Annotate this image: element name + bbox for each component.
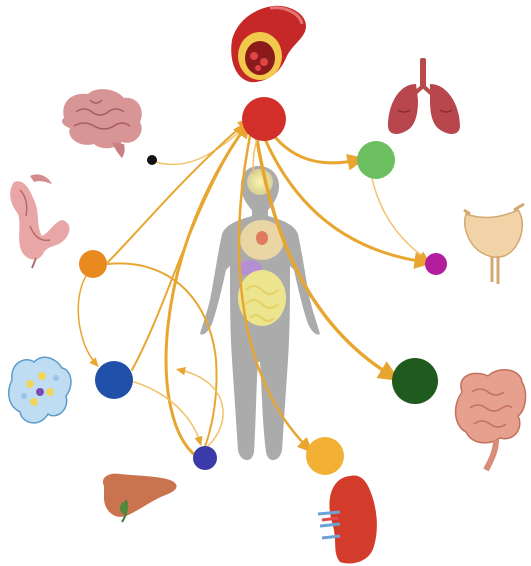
arrow-lungs-to-bladder bbox=[372, 178, 425, 258]
arrow-hub-to-lungs bbox=[268, 128, 358, 163]
bladder-icon bbox=[464, 204, 524, 284]
colon-icon bbox=[10, 174, 69, 268]
liver-icon bbox=[103, 474, 177, 522]
arrow-colon-to-pancreas bbox=[78, 276, 96, 364]
bladder-node bbox=[425, 253, 447, 275]
human-body-figure bbox=[200, 166, 320, 460]
heart-shape bbox=[256, 231, 268, 245]
liver-node bbox=[193, 446, 217, 470]
pancreas-node bbox=[95, 361, 133, 399]
hub-node bbox=[242, 97, 286, 141]
intestine-node bbox=[392, 358, 438, 404]
kidney-icon bbox=[318, 475, 377, 563]
pancreas-icon bbox=[9, 357, 71, 423]
lungs-icon bbox=[388, 58, 460, 134]
artery-icon bbox=[231, 6, 306, 82]
lungs-node bbox=[357, 141, 395, 179]
intestine-icon bbox=[456, 370, 526, 470]
kidney-node bbox=[306, 437, 344, 475]
arrow-colon-loop bbox=[108, 263, 217, 456]
colon-node bbox=[79, 250, 107, 278]
brain-node bbox=[147, 155, 157, 165]
brain-icon bbox=[62, 89, 142, 158]
